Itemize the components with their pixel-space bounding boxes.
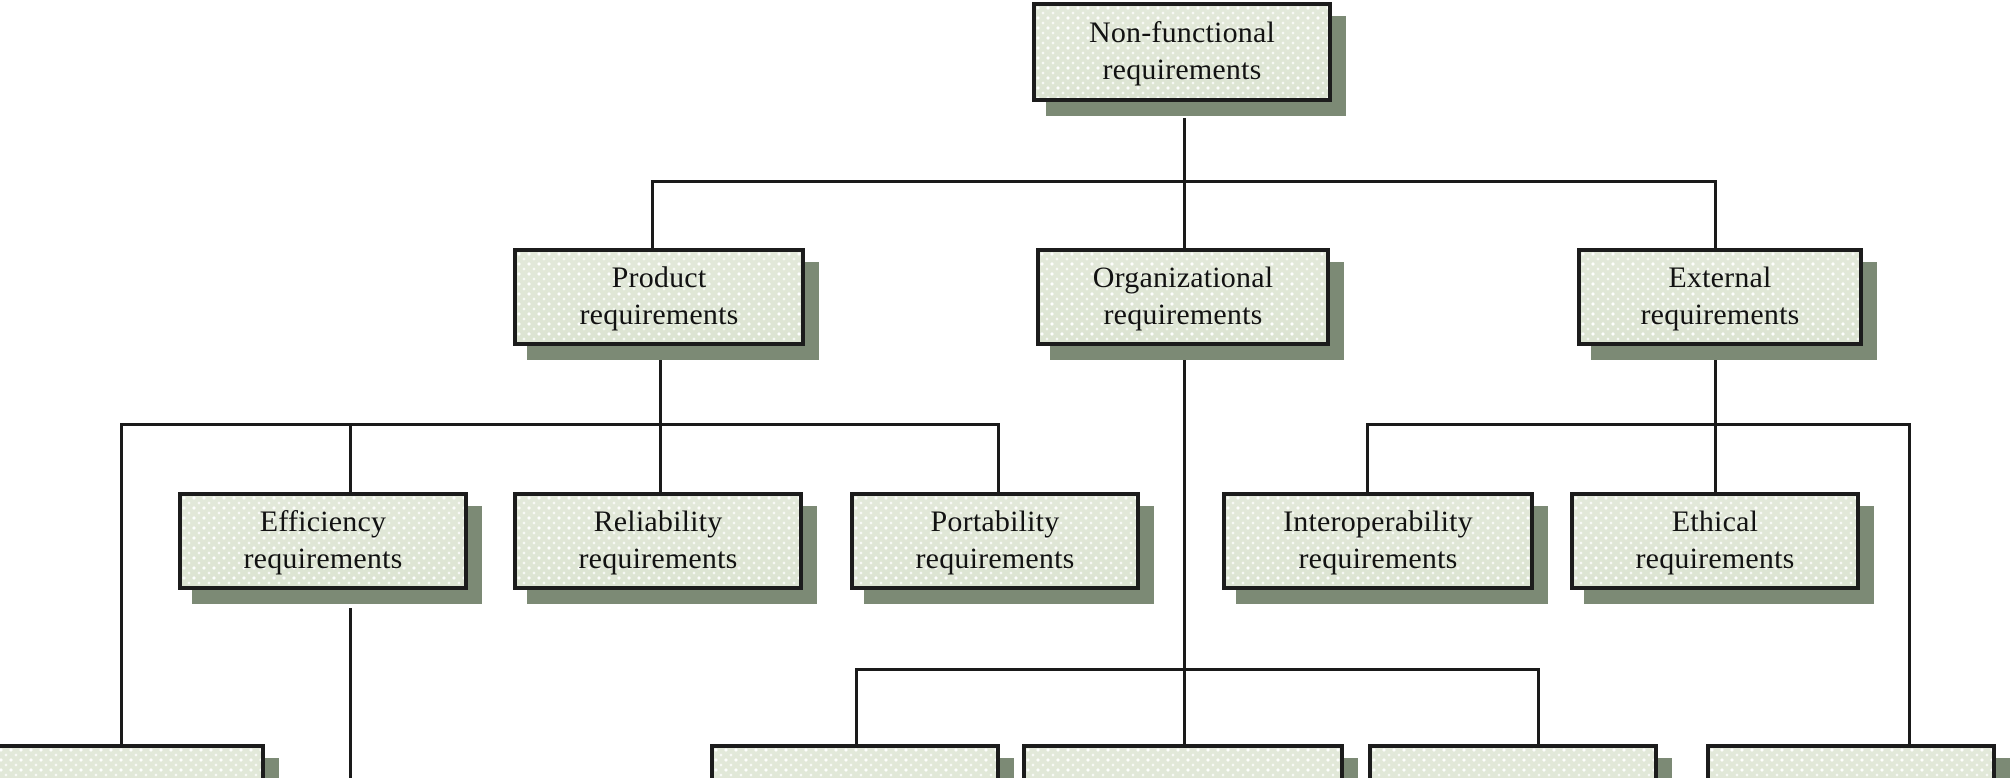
edge-organizational-stem: [1183, 360, 1186, 670]
edge-product-stem: [659, 360, 662, 426]
edge-external-bus: [1366, 423, 1911, 426]
edge-root-to-product: [651, 180, 654, 250]
edge-external-to-interoperability: [1366, 423, 1369, 493]
node-organizational-requirements[interactable]: Organizational requirements: [1036, 248, 1344, 360]
edge-efficiency-stem: [349, 608, 352, 778]
edge-external-to-ethical: [1714, 423, 1717, 493]
node-label: Usability: [58, 775, 182, 778]
node-label: Reliability requirements: [578, 505, 738, 575]
box-face: Ethical requirements: [1570, 492, 1860, 590]
edge-product-bus: [120, 423, 1000, 426]
edge-product-to-efficiency: [349, 423, 352, 493]
edge-external-to-legislative: [1908, 423, 1911, 745]
edge-product-to-portability: [997, 423, 1000, 493]
edge-product-to-usability: [120, 423, 123, 745]
edge-root-to-organizational: [1183, 180, 1186, 250]
box-face: Efficiency requirements: [178, 492, 468, 590]
node-implementation[interactable]: Implementation: [1022, 744, 1358, 778]
node-label: Product requirements: [579, 261, 739, 331]
node-delivery[interactable]: Delivery: [710, 744, 1014, 778]
box-face: Organizational requirements: [1036, 248, 1330, 346]
node-label: Efficiency requirements: [243, 505, 403, 575]
node-label: Portability requirements: [915, 505, 1075, 575]
node-label: Ethical requirements: [1635, 505, 1795, 575]
node-label: Implementation: [1081, 775, 1286, 778]
edge-root-stem: [1183, 118, 1186, 182]
box-face: Implementation: [1022, 744, 1344, 778]
node-label: External requirements: [1640, 261, 1800, 331]
box-face: Delivery: [710, 744, 1000, 778]
edge-external-stem: [1714, 360, 1717, 426]
node-label: Organizational requirements: [1092, 261, 1274, 331]
box-face: Portability requirements: [850, 492, 1140, 590]
node-label: Interoperability requirements: [1283, 505, 1473, 575]
edge-organizational-bus: [855, 668, 1540, 671]
box-face: Reliability requirements: [513, 492, 803, 590]
node-label: Standards: [1447, 775, 1579, 778]
node-label: Legislative: [1777, 775, 1925, 778]
node-label: Delivery: [796, 775, 915, 778]
box-face: Non-functional requirements: [1032, 2, 1332, 102]
node-usability[interactable]: Usability: [0, 744, 279, 778]
edge-organizational-to-standards: [1537, 668, 1540, 746]
box-face: Standards: [1368, 744, 1658, 778]
node-standards[interactable]: Standards: [1368, 744, 1672, 778]
node-interoperability-requirements[interactable]: Interoperability requirements: [1222, 492, 1548, 604]
node-portability-requirements[interactable]: Portability requirements: [850, 492, 1154, 604]
node-efficiency-requirements[interactable]: Efficiency requirements: [178, 492, 482, 604]
box-face: Interoperability requirements: [1222, 492, 1534, 590]
node-product-requirements[interactable]: Product requirements: [513, 248, 819, 360]
node-legislative[interactable]: Legislative: [1706, 744, 2010, 778]
box-face: Legislative: [1706, 744, 1996, 778]
edge-root-to-external: [1714, 180, 1717, 250]
node-external-requirements[interactable]: External requirements: [1577, 248, 1877, 360]
box-face: External requirements: [1577, 248, 1863, 346]
node-non-functional-requirements[interactable]: Non-functional requirements: [1032, 2, 1346, 116]
edge-organizational-to-delivery: [855, 668, 858, 746]
node-reliability-requirements[interactable]: Reliability requirements: [513, 492, 817, 604]
node-ethical-requirements[interactable]: Ethical requirements: [1570, 492, 1874, 604]
edge-organizational-to-implementation: [1183, 668, 1186, 746]
box-face: Usability: [0, 744, 265, 778]
node-label: Non-functional requirements: [1088, 16, 1276, 86]
box-face: Product requirements: [513, 248, 805, 346]
edge-product-to-reliability: [659, 423, 662, 493]
